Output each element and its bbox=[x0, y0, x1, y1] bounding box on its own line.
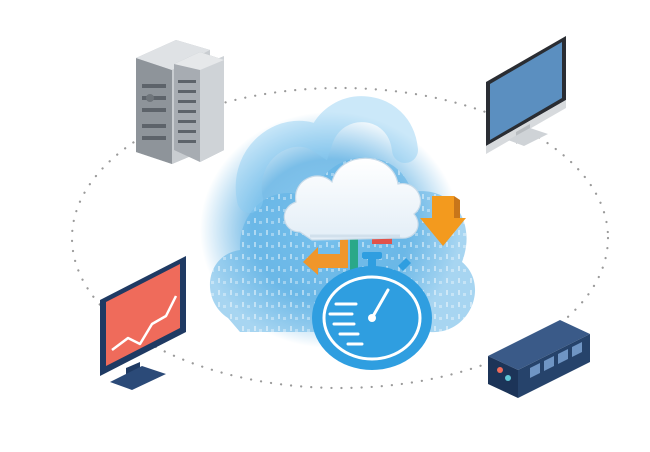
network-storage-icon bbox=[488, 320, 590, 398]
arrow-green bbox=[343, 214, 365, 286]
server-rack-icon bbox=[136, 40, 224, 164]
stopwatch-icon bbox=[312, 252, 432, 370]
desktop-monitor-icon bbox=[486, 36, 566, 154]
line-chart-monitor-icon bbox=[100, 256, 186, 390]
arrow-orange-down bbox=[420, 196, 466, 246]
dotted-connector-ring bbox=[70, 86, 610, 390]
cloud-icon bbox=[283, 157, 421, 241]
arrow-orange bbox=[303, 232, 348, 275]
